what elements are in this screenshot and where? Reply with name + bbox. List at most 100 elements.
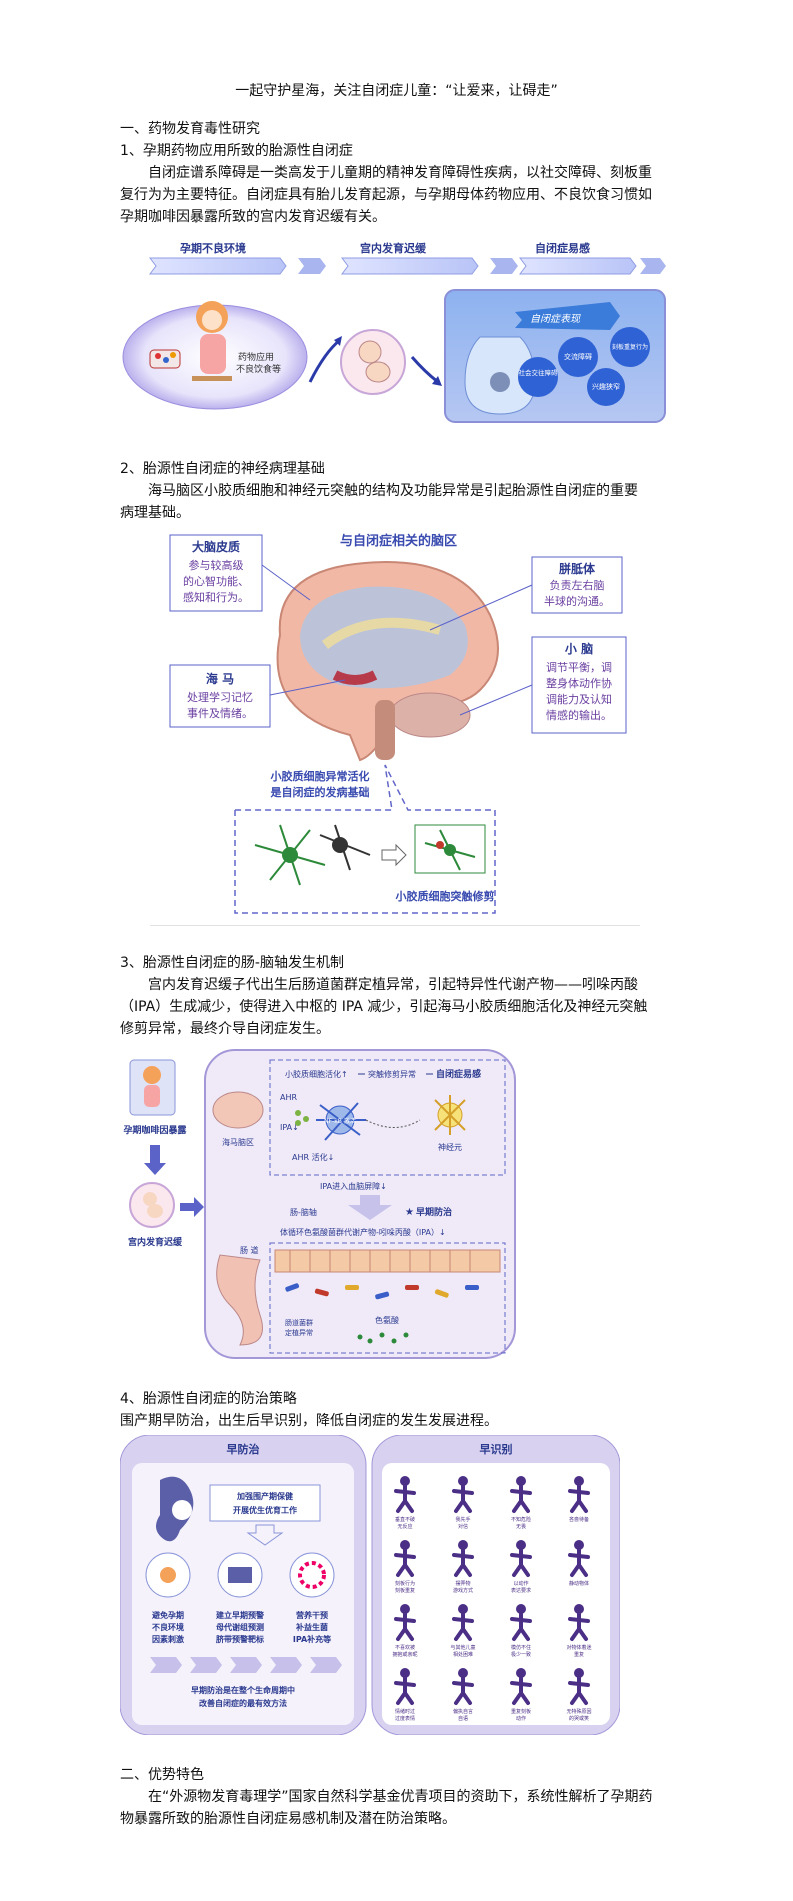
- care-box-text: 加强围产期保健: [236, 1491, 293, 1501]
- child-figure-icon: [452, 1476, 474, 1513]
- sign-label: 吝啬待备: [569, 1516, 589, 1523]
- symptom-bubble: [558, 337, 598, 377]
- strategy-text: 避免孕期: [152, 1610, 184, 1620]
- callosum-desc: 半球的沟通。: [544, 594, 610, 608]
- intestine-icon: [216, 1254, 263, 1346]
- para-line: 自闭症谱系障碍是一类高发于儿童期的精神发育障碍性疾病，以社交障碍、刻板重: [148, 165, 652, 181]
- sign-label: 对信: [458, 1523, 468, 1530]
- epithelium-icon: [274, 1249, 501, 1273]
- hippocampus-region-label: 海马脑区: [222, 1137, 254, 1147]
- sign-label: 刻板重复: [395, 1587, 415, 1594]
- sign-label: 模仿不住: [511, 1644, 531, 1651]
- flora-label: 定植异常: [285, 1328, 313, 1337]
- corpus-callosum-shape: [321, 617, 442, 650]
- sign-label: 情绪时过: [395, 1708, 415, 1715]
- cortex-desc: 感知和行为。: [183, 590, 249, 604]
- child-figure-icon: [452, 1668, 474, 1705]
- stage-label: 孕期不良环境: [180, 241, 246, 255]
- child-figure-icon: [394, 1476, 416, 1513]
- child-figure-icon: [510, 1476, 532, 1513]
- para-line: 海马脑区小胶质细胞和神经元突触的结构及功能异常是引起胎源性自闭症的重要: [148, 483, 638, 499]
- chain-step: 自闭症易感: [436, 1068, 481, 1080]
- para-line: 宫内发育迟缓子代出生后肠道菌群定植异常，引起特异性代谢产物——吲哚丙酸: [148, 977, 638, 993]
- sign-label: 游戏方式: [453, 1587, 473, 1594]
- para-line: 孕期咖啡因暴露所致的宫内发育迟缓有关。: [120, 209, 386, 225]
- sign-label: 重复刻板: [511, 1708, 531, 1715]
- child-figure-icon: [394, 1604, 416, 1641]
- banner-ribbon: [515, 302, 620, 330]
- stage-arrow: [519, 257, 637, 275]
- bubble-label: 交流障碍: [564, 352, 592, 361]
- pruning-label: 小胶质细胞突触修剪: [395, 889, 495, 903]
- subsection-3-heading: 3、胎源性自闭症的肠-脑轴发生机制: [120, 955, 344, 971]
- flora-label: 肠道菌群: [285, 1318, 313, 1327]
- brain-inner: [300, 586, 468, 689]
- chain-step: 小胶质细胞活化↑: [285, 1069, 348, 1079]
- left-label: 孕期咖啡因暴露: [123, 1124, 187, 1136]
- para-line: 修剪异常，最终介导自闭症发生。: [120, 1021, 330, 1037]
- bbb-label: IPA进入血脑屏障↓: [320, 1181, 387, 1191]
- early-label: 早期防治: [416, 1206, 452, 1218]
- stage-label: 自闭症易感: [535, 241, 590, 255]
- bacteria-icon: [285, 1283, 479, 1300]
- stool-icon: [192, 376, 232, 381]
- star-icon: ★: [405, 1207, 414, 1218]
- para-line: 病理基础。: [120, 505, 190, 521]
- sign-label: 静动物体: [569, 1580, 589, 1587]
- para-line: 物暴露所致的胎源性自闭症易感机制及潜在防治策略。: [120, 1811, 456, 1827]
- child-figure-icon: [568, 1668, 590, 1705]
- sign-label: 自语: [458, 1715, 468, 1722]
- ahr-activation-label: AHR 活化↓: [292, 1152, 334, 1162]
- child-figure-icon: [394, 1540, 416, 1577]
- microglia-note: 是自闭症的发病基础: [270, 785, 370, 799]
- gut-dashed-box: [269, 1242, 506, 1354]
- gut-label: 肠 道: [240, 1245, 259, 1255]
- metabolite-label: 体循环色氨酸菌群代谢产物-吲哚丙酸（IPA）↓: [280, 1227, 446, 1237]
- child-figure-icon: [510, 1604, 532, 1641]
- sign-label: 对物体着迷: [566, 1644, 591, 1651]
- left-label: 宫内发育迟缓: [128, 1236, 183, 1248]
- bubble-label: 兴趣狭窄: [592, 382, 620, 391]
- strategy-text: 因素刺激: [152, 1634, 184, 1644]
- child-figure-icon: [568, 1604, 590, 1641]
- symptom-bubble: [518, 357, 558, 397]
- cortex-title: 大脑皮质: [192, 539, 240, 554]
- sign-label: 不知危险: [511, 1516, 531, 1523]
- child-figure-icon: [510, 1540, 532, 1577]
- prevention-note: 早期防治是在整个生命周期中: [191, 1685, 295, 1695]
- cerebellum-desc: 整身体动作协: [546, 676, 612, 690]
- stage-arrow: [341, 257, 479, 275]
- subsection-3-paragraph: 宫内发育迟缓子代出生后肠道菌群定植异常，引起特异性代谢产物——吲哚丙酸 （IPA…: [120, 974, 676, 1040]
- figure-brain-regions: 与自闭症相关的脑区 大脑皮质 参与较高级 的心智功能、 感知和行为。 胼胝体 负…: [169, 533, 627, 914]
- strategy-text: 脐带预警靶标: [216, 1634, 264, 1644]
- sign-label: 以动作: [513, 1580, 528, 1587]
- strategy-text: 营养干预: [296, 1610, 328, 1620]
- child-figure-icon: [510, 1668, 532, 1705]
- microglia-dashed-box: [234, 764, 496, 914]
- child-figure-icon: [452, 1540, 474, 1577]
- callosum-title: 胼胝体: [559, 561, 596, 576]
- chevron-row-icon: [150, 1657, 342, 1673]
- child-figure-icon: [568, 1476, 590, 1513]
- early-prevention-title: 早防治: [227, 1442, 260, 1456]
- prevention-note: 改善自闭症的最有效方法: [199, 1698, 287, 1708]
- strategy-text: 母代谢组预测: [216, 1622, 264, 1632]
- strategy-text: IPA补充等: [293, 1634, 331, 1644]
- child-figure-icon: [452, 1604, 474, 1641]
- symptom-bubble: [610, 327, 650, 367]
- signs-grid: 垂直不破无反应我先手对信不知危险无畏吝啬待备刻板行为刻板重复摆弄物游戏方式以动作…: [392, 1476, 592, 1722]
- microglia-note: 小胶质细胞异常活化: [270, 769, 370, 783]
- neuron-label: 神经元: [438, 1142, 462, 1152]
- section-2-paragraph: 在“外源物发育毒理学”国家自然科学基金优青项目的资助下，系统性解析了孕期药 物暴…: [120, 1786, 676, 1830]
- early-identification-title: 早识别: [480, 1442, 513, 1456]
- cortex-desc: 的心智功能、: [183, 574, 249, 588]
- callosum-desc: 负责左右脑: [550, 578, 605, 592]
- section-1-heading: 一、药物发育毒性研究: [120, 121, 260, 137]
- sign-label: 极少一致: [511, 1651, 531, 1658]
- cerebellum-desc: 调能力及认知: [546, 692, 612, 706]
- hippocampus-box: [169, 664, 271, 728]
- down-arrow-icon: [144, 1145, 166, 1175]
- subsection-4-paragraph: 围产期早防治，出生后早识别，降低自闭症的发生发展进程。: [120, 1410, 676, 1432]
- child-figure-icon: [568, 1540, 590, 1577]
- mother-label: 不良饮食等: [236, 363, 281, 375]
